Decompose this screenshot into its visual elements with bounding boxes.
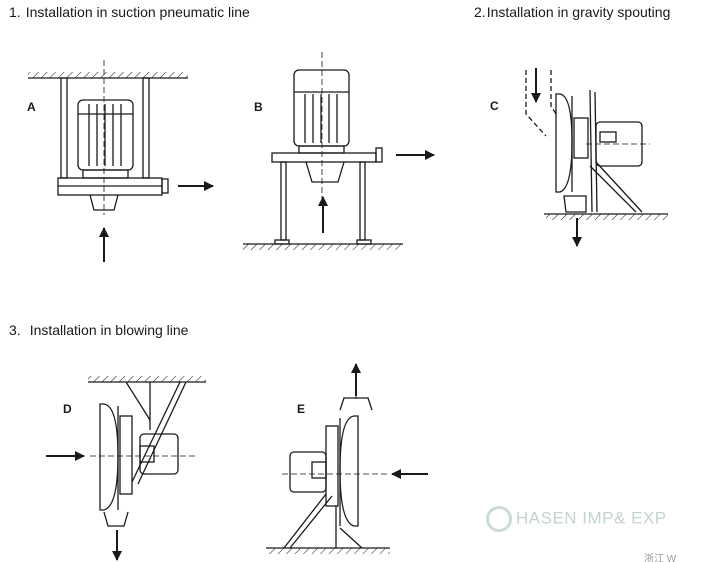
fan-unit-c <box>525 68 668 247</box>
figure-label-a: A <box>27 100 36 114</box>
frame-brace <box>289 495 333 549</box>
fan-housing <box>555 93 573 193</box>
frame-brace <box>595 161 643 213</box>
spout-dashed <box>525 70 547 137</box>
hanger-rod <box>60 77 68 179</box>
heading-number: 1. <box>9 4 21 20</box>
figure-label-e: E <box>297 402 306 416</box>
motor-body <box>289 451 327 493</box>
frame-brace <box>137 381 187 485</box>
fan-unit-e <box>266 363 428 554</box>
frame-brace <box>131 381 181 483</box>
heading-text: Installation in gravity spouting <box>486 4 671 20</box>
fan-housing <box>339 415 359 527</box>
heading-text: Installation in suction pneumatic line <box>25 4 250 20</box>
fan-unit-b <box>243 52 435 250</box>
impeller-plate <box>119 415 133 495</box>
heading-text: Installation in blowing line <box>29 322 189 338</box>
watermark: HASEN IMP& EXP <box>486 506 667 532</box>
motor-base <box>298 145 345 154</box>
floor-hatch <box>546 214 668 220</box>
figure-label-b: B <box>254 100 263 114</box>
support-leg <box>280 161 287 241</box>
support-leg <box>359 161 366 241</box>
ceiling-hatch <box>88 376 206 382</box>
watermark-logo-icon <box>486 506 512 532</box>
heading-gravity-spouting: 2.Installation in gravity spouting <box>474 4 670 20</box>
fan-unit-d <box>46 376 206 561</box>
motor-base <box>82 169 129 179</box>
frame-leg <box>594 91 598 213</box>
figure-label-c: C <box>490 99 499 113</box>
outlet-flange <box>375 147 383 163</box>
heading-number: 2. <box>474 4 486 20</box>
ceiling-hatch <box>28 72 188 78</box>
heading-number: 3. <box>9 322 21 338</box>
frame-brace <box>589 165 637 213</box>
heading-blowing-line: 3. Installation in blowing line <box>9 322 188 338</box>
outlet-flange <box>161 178 169 194</box>
corner-watermark-text: 浙江 W <box>644 554 677 562</box>
figure-label-d: D <box>63 402 72 416</box>
watermark-text: HASEN IMP& EXP <box>516 508 667 528</box>
fan-housing <box>99 403 119 511</box>
heading-suction-line: 1.Installation in suction pneumatic line <box>9 4 250 20</box>
hanger-rod <box>142 77 150 179</box>
floor-hatch <box>243 244 403 250</box>
outlet-chute <box>339 397 373 411</box>
frame-brace <box>339 527 363 549</box>
fan-housing <box>271 152 377 163</box>
floor-hatch <box>268 548 390 554</box>
frame-leg <box>589 89 593 213</box>
fan-unit-a <box>28 60 214 262</box>
impeller-plate <box>325 425 339 507</box>
inlet-cone <box>305 161 345 183</box>
outlet-chute <box>103 511 129 527</box>
spout-dashed <box>550 70 557 115</box>
frame-brace <box>283 493 327 549</box>
outlet-chute <box>563 195 587 213</box>
impeller-plate <box>573 117 589 159</box>
